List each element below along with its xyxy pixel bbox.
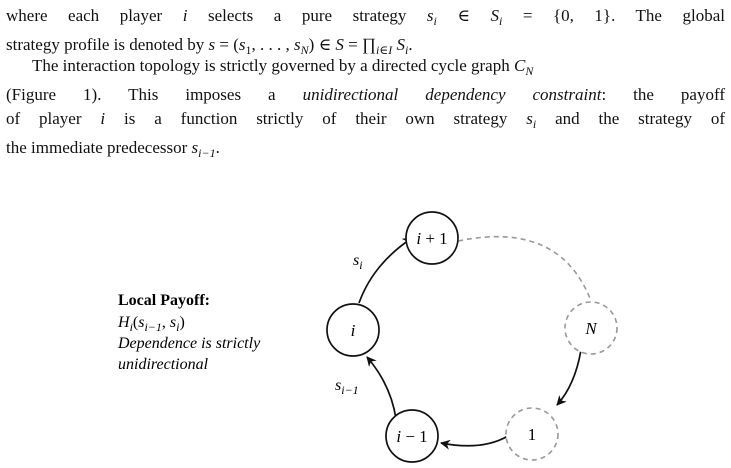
svg-text:i + 1: i + 1 bbox=[416, 229, 447, 248]
text: ) ∈ bbox=[308, 35, 336, 54]
edge-iminus1-to-i bbox=[366, 356, 397, 420]
math-sub: N bbox=[300, 43, 309, 57]
edge-n-to-1 bbox=[556, 349, 582, 406]
math-var: i bbox=[182, 6, 188, 25]
math-sub: i bbox=[404, 43, 409, 57]
paragraph-line: The interaction topology is strictly gov… bbox=[6, 54, 725, 83]
payoff-title: Local Payoff: bbox=[118, 292, 210, 309]
paragraph-line: strategy profile is denoted by s = (s1, … bbox=[6, 33, 725, 62]
text: the immediate predecessor bbox=[6, 138, 192, 157]
math-var: s bbox=[238, 35, 246, 54]
text: and the strategy of bbox=[536, 109, 725, 128]
dashed-edge-iplus1-to-n bbox=[457, 235, 592, 302]
node-label-rest: + 1 bbox=[421, 229, 448, 248]
math-sub: N bbox=[525, 64, 534, 78]
node-label: i bbox=[351, 321, 356, 340]
node-label-var: i bbox=[416, 229, 421, 248]
edge-label-sub: i bbox=[359, 258, 362, 272]
paragraph-line: where each player i selects a pure strat… bbox=[6, 4, 725, 33]
text: is a function strictly of their own stra… bbox=[105, 109, 527, 128]
math-var: S bbox=[490, 6, 500, 25]
formula-sub: i bbox=[176, 320, 179, 334]
edge-i-to-iplus1 bbox=[358, 237, 413, 304]
formula-part: ) bbox=[179, 314, 184, 331]
math-var: C bbox=[513, 56, 526, 75]
text: = ( bbox=[215, 35, 239, 54]
node-label-rest: − 1 bbox=[401, 427, 428, 446]
emphasis: unidirectional dependency constraint bbox=[302, 85, 602, 104]
text: where each player bbox=[6, 6, 183, 25]
math-var: s bbox=[294, 35, 301, 54]
formula-sub: i−1 bbox=[144, 320, 161, 334]
text: = {0, 1}. The global bbox=[502, 6, 725, 25]
text: The interaction topology is strictly gov… bbox=[32, 56, 514, 75]
node-i: i bbox=[326, 303, 380, 357]
formula-part: s bbox=[138, 314, 144, 331]
edge-label-sub: i−1 bbox=[341, 383, 358, 397]
edge-label-var: s bbox=[353, 252, 359, 269]
paragraph-line: of player i is a function strictly of th… bbox=[6, 107, 725, 136]
math-sub: i bbox=[532, 117, 537, 131]
node-label: N bbox=[584, 319, 598, 338]
math-sub: i−1 bbox=[198, 146, 216, 160]
formula-part: , bbox=[162, 314, 170, 331]
math-var: s bbox=[426, 6, 434, 25]
paragraph-line: (Figure 1). This imposes a unidirectiona… bbox=[6, 83, 725, 107]
text: = ∏ bbox=[343, 35, 377, 54]
math-var: s bbox=[208, 35, 216, 54]
text: strategy profile is denoted by bbox=[6, 35, 209, 54]
paragraph-line: the immediate predecessor si−1. bbox=[6, 136, 725, 165]
payoff-note-line1: Dependence is strictly bbox=[117, 335, 261, 352]
edge-label-si-minus-1: si−1 bbox=[335, 377, 359, 397]
node-i-minus-1: i − 1 bbox=[385, 409, 439, 463]
text: of player bbox=[6, 109, 101, 128]
text: ∈ bbox=[436, 6, 491, 25]
formula-sub: i bbox=[130, 320, 133, 334]
math-var: S bbox=[396, 35, 405, 54]
svg-text:i − 1: i − 1 bbox=[396, 427, 427, 446]
formula-part: H bbox=[117, 314, 131, 331]
payoff-formula: Hi(si−1, si) bbox=[117, 314, 185, 334]
node-n: N bbox=[564, 301, 618, 355]
math-var: s bbox=[526, 109, 533, 128]
text: . bbox=[408, 35, 413, 54]
node-1: 1 bbox=[505, 407, 559, 461]
node-label-var: i bbox=[396, 427, 401, 446]
math-sub: i bbox=[433, 14, 437, 28]
edge-1-to-iminus1 bbox=[440, 435, 509, 450]
paragraph-topology: The interaction topology is strictly gov… bbox=[6, 54, 725, 165]
text: : the payoff bbox=[601, 85, 725, 104]
formula-part: ( bbox=[133, 314, 138, 331]
math-sub: i bbox=[499, 14, 503, 28]
node-label: 1 bbox=[528, 425, 537, 444]
math-var: S bbox=[335, 35, 344, 54]
paragraph-strategy: where each player i selects a pure strat… bbox=[6, 4, 725, 62]
edge-label-var: s bbox=[335, 377, 341, 394]
math-sub: 1 bbox=[245, 43, 252, 57]
text: (Figure 1). This imposes a bbox=[6, 85, 303, 104]
text: , . . . , bbox=[251, 35, 295, 54]
formula-part: s bbox=[170, 314, 176, 331]
text: . bbox=[215, 138, 220, 157]
text: selects a pure strategy bbox=[187, 6, 427, 25]
math-sub: i∈I bbox=[376, 43, 393, 57]
node-i-plus-1: i + 1 bbox=[405, 211, 459, 265]
math-var: i bbox=[100, 109, 106, 128]
payoff-note-line2: unidirectional bbox=[118, 356, 209, 373]
edge-label-si: si bbox=[353, 252, 363, 272]
math-var: s bbox=[191, 138, 199, 157]
